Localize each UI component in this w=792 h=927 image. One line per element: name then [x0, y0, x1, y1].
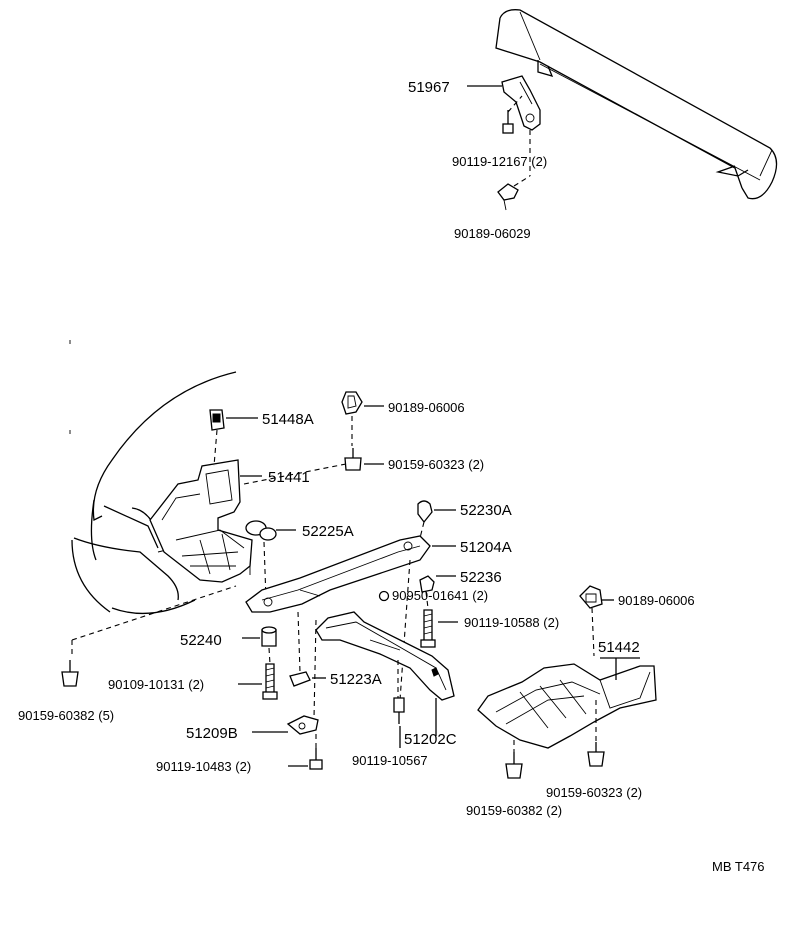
- clip-51448A: [209, 409, 225, 467]
- screw-90159-60382-bottom: [505, 740, 523, 779]
- plug-90950-01641: [378, 590, 390, 602]
- label-51204A: 51204A: [460, 539, 512, 556]
- label-51448A: 51448A: [262, 411, 314, 428]
- cushion-52240: [261, 626, 277, 665]
- label-51202C: 51202C: [404, 731, 457, 748]
- bolt-90119-10567: [393, 660, 405, 724]
- screw-90159-60323-bottom: [587, 700, 605, 767]
- label-52225A: 52225A: [302, 523, 354, 540]
- label-51967: 51967: [408, 79, 450, 96]
- screw-90159-60382-left: [61, 585, 237, 687]
- label-90159-60382-left: 90159-60382 (5): [18, 708, 114, 723]
- label-90159-60323-top: 90159-60323 (2): [388, 457, 484, 472]
- label-52230A: 52230A: [460, 502, 512, 519]
- label-90159-60382-bottom: 90159-60382 (2): [466, 803, 562, 818]
- bolt-90119-10483: [309, 734, 323, 770]
- label-90119-10588: 90119-10588 (2): [464, 615, 559, 630]
- crossmember-51204A: [245, 535, 431, 613]
- screw-90159-60323-top: [243, 448, 362, 485]
- bracket-51967: [501, 75, 541, 131]
- figure-code: MB T476: [712, 859, 765, 874]
- label-51209B: 51209B: [186, 725, 238, 742]
- clip-90189-06006-right: [579, 585, 603, 657]
- label-90109-10131: 90109-10131 (2): [108, 677, 204, 692]
- cushion-52236: [399, 559, 435, 701]
- plate-51209B: [286, 619, 319, 735]
- bolt-90109-10131: [262, 663, 278, 700]
- cushion-51223A: [289, 611, 311, 687]
- label-52240: 52240: [180, 632, 222, 649]
- clip-90189-06006-top: [341, 391, 363, 446]
- label-90950-01641: 90950-01641 (2): [392, 588, 488, 603]
- cushion-52225A: [245, 520, 277, 601]
- clip-90189-06029: [497, 175, 531, 211]
- under-cover-51441: [149, 459, 253, 583]
- label-90119-10483: 90119-10483 (2): [156, 759, 251, 774]
- cushion-52230A: [417, 500, 433, 539]
- label-90189-06029: 90189-06029: [454, 226, 531, 241]
- label-90159-60323-bottom: 90159-60323 (2): [546, 785, 642, 800]
- bolt-90119-12167: [502, 95, 523, 134]
- label-90119-12167: 90119-12167 (2): [452, 154, 547, 169]
- label-51442: 51442: [598, 639, 640, 656]
- label-90189-06006-right: 90189-06006: [618, 593, 695, 608]
- under-cover-51442: [477, 663, 657, 749]
- bolt-90119-10588: [420, 609, 436, 648]
- label-52236: 52236: [460, 569, 502, 586]
- label-51223A: 51223A: [330, 671, 382, 688]
- label-90119-10567: 90119-10567: [352, 753, 428, 768]
- rear-bumper: [495, 9, 778, 200]
- label-90189-06006-top: 90189-06006: [388, 400, 465, 415]
- label-51441: 51441: [268, 469, 310, 486]
- crossmember-51202C: [315, 611, 455, 701]
